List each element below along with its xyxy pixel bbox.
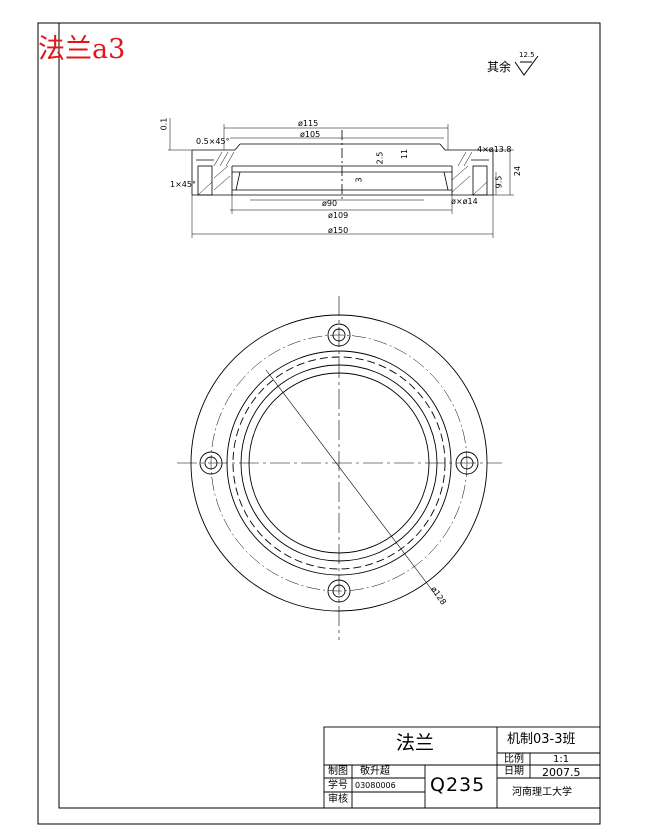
dim-h11: 11: [400, 148, 410, 160]
corner-title: 法兰a3: [38, 34, 126, 65]
dim-h24: 24: [513, 165, 523, 177]
dim-h2-5: 2.5: [375, 151, 385, 165]
section-view: [191, 130, 494, 200]
dim-counterbore: ø×ø14: [451, 197, 478, 206]
student-label: 学号: [328, 780, 348, 791]
roughness-symbol: [514, 55, 539, 76]
date-value: 2007.5: [542, 766, 581, 779]
scale-value: 1:1: [553, 754, 570, 765]
dim-corner: 1×45°: [170, 180, 196, 189]
dim-d150: ø150: [328, 226, 349, 235]
inner-border: [58, 22, 601, 809]
dim-flatness: 0.1: [159, 117, 169, 131]
class-label: 机制03-3班: [507, 732, 576, 747]
school: 河南理工大学: [512, 787, 572, 798]
date-label: 日期: [504, 766, 524, 777]
part-name: 法兰: [396, 732, 435, 754]
student-id: 03080006: [355, 781, 396, 790]
dim-d90: ø90: [322, 199, 338, 208]
dim-h3: 3: [354, 177, 364, 183]
roughness-value: 12.5: [519, 51, 535, 59]
scale-label: 比例: [504, 754, 524, 765]
plan-center-lines: [177, 296, 502, 640]
dim-chamfer: 0.5×45°: [196, 137, 230, 146]
drawn-name: 敬升超: [360, 766, 390, 777]
material: Q235: [430, 774, 486, 796]
dimension-lines: [168, 118, 514, 238]
title-block: [323, 726, 601, 809]
dim-h9: 9.5: [494, 175, 504, 189]
dim-holes: 4×ø13.8: [477, 145, 512, 154]
section-hatching: [197, 151, 488, 196]
dim-d105: ø105: [300, 130, 321, 139]
roughness-note: 其余: [487, 60, 512, 74]
dim-d115: ø115: [298, 119, 319, 128]
drawn-label: 制图: [328, 766, 348, 777]
dim-d109: ø109: [328, 211, 349, 220]
outer-border: [37, 22, 601, 825]
review-label: 审核: [328, 794, 348, 805]
